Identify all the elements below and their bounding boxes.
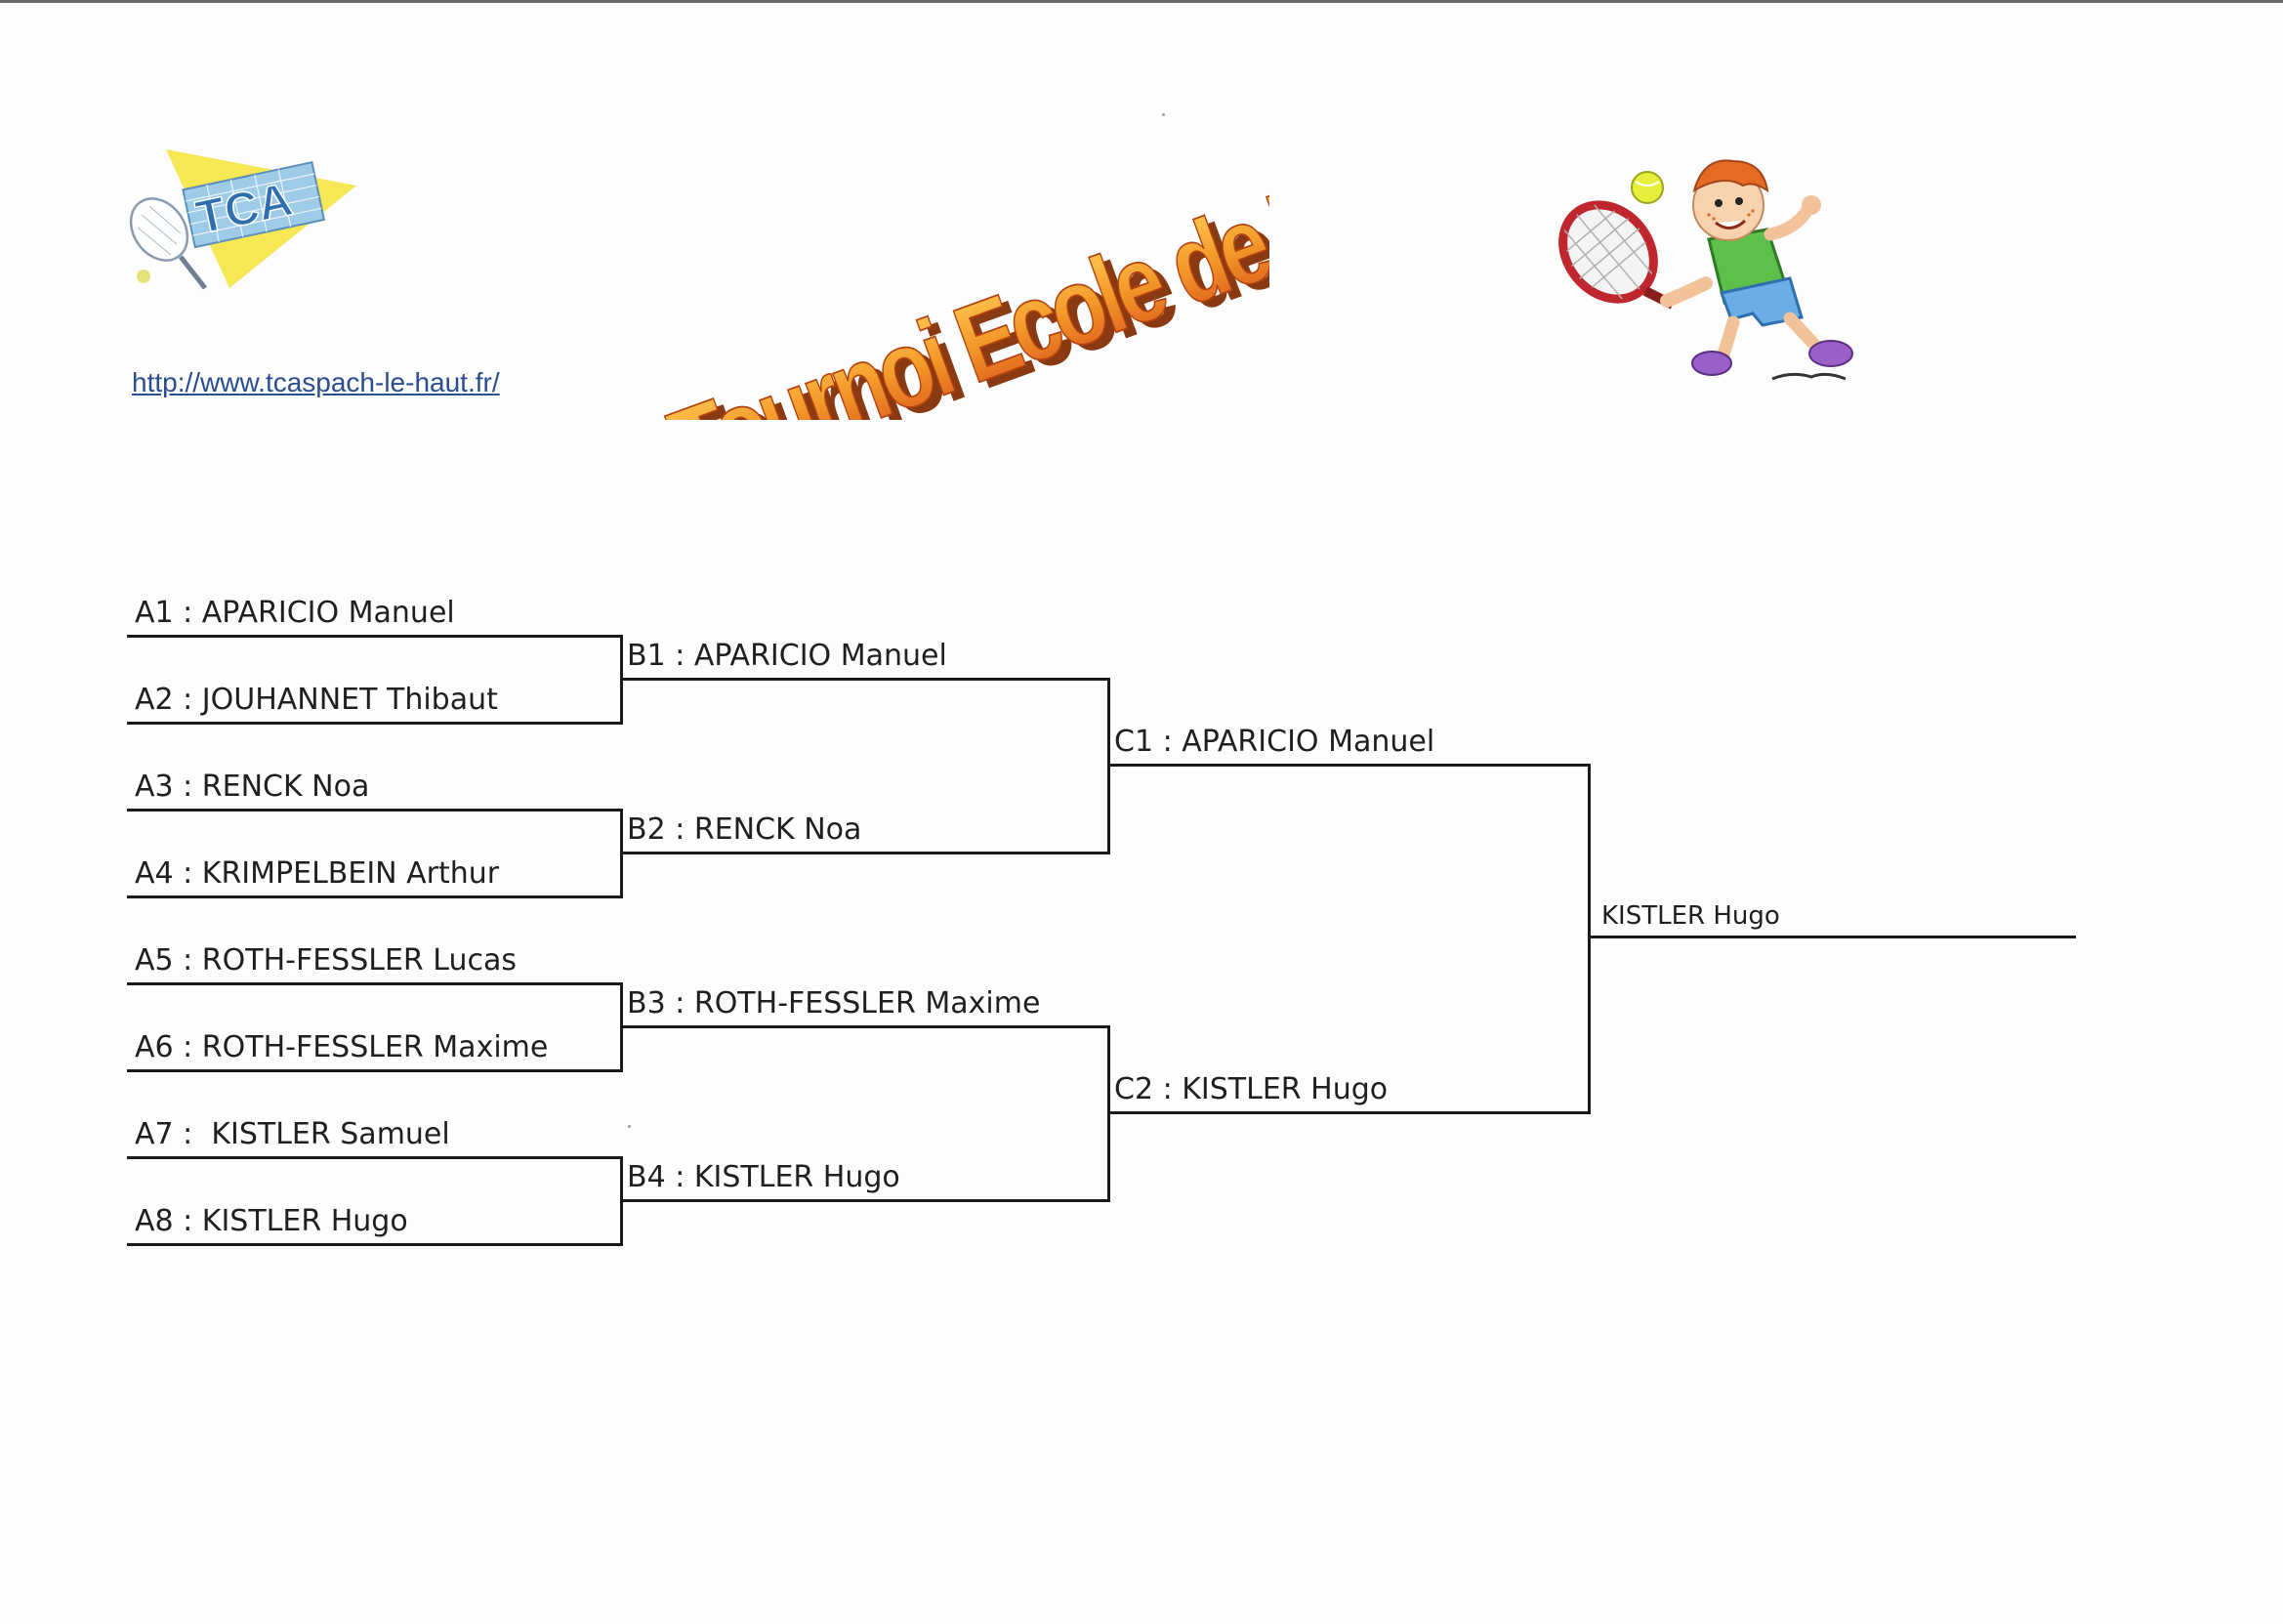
bracket-line-a6 xyxy=(127,1069,623,1072)
bracket-line-final xyxy=(1588,936,2076,938)
bracket-line-a5 xyxy=(127,982,623,985)
scan-speck xyxy=(628,1125,631,1128)
entry-b1: B1 : APARICIO Manuel xyxy=(627,639,947,673)
entry-b3: B3 : ROTH-FESSLER Maxime xyxy=(627,986,1041,1020)
entry-a8: A8 : KISTLER Hugo xyxy=(135,1204,408,1238)
entry-b2: B2 : RENCK Noa xyxy=(627,812,862,847)
entry-a2: A2 : JOUHANNET Thibaut xyxy=(135,683,498,717)
site-url-link[interactable]: http://www.tcaspach-le-haut.fr/ xyxy=(132,367,500,397)
tennis-boy-illustration xyxy=(1558,159,1853,381)
tca-logo: TCA xyxy=(129,149,356,290)
bracket-line-c2 xyxy=(1107,1111,1591,1114)
entry-b4: B4 : KISTLER Hugo xyxy=(627,1160,900,1194)
entry-a5: A5 : ROTH-FESSLER Lucas xyxy=(135,943,518,978)
bracket-line-a3 xyxy=(127,809,623,812)
entry-a4: A4 : KRIMPELBEIN Arthur xyxy=(135,856,500,891)
scan-edge xyxy=(0,0,2283,3)
entry-a3: A3 : RENCK Noa xyxy=(135,770,370,804)
bracket-line-b2 xyxy=(620,852,1110,854)
bracket-line-a1 xyxy=(127,635,623,638)
bracket-line-b4 xyxy=(620,1199,1110,1202)
bracket-line-b1 xyxy=(620,678,1110,681)
tournament-title-art: Tournoi Ecole de Tennis Tournoi Ecole de… xyxy=(655,166,1269,420)
entry-c1: C1 : APARICIO Manuel xyxy=(1114,725,1435,759)
entry-a1: A1 : APARICIO Manuel xyxy=(135,596,455,630)
entry-a7: A7 : KISTLER Samuel xyxy=(135,1117,450,1151)
bracket-line-b3 xyxy=(620,1025,1110,1028)
bracket-line-a7 xyxy=(127,1156,623,1159)
bracket-connector xyxy=(1588,764,1591,1114)
bracket-line-a4 xyxy=(127,895,623,898)
bracket-line-a2 xyxy=(127,722,623,725)
entry-c2: C2 : KISTLER Hugo xyxy=(1114,1072,1389,1106)
entry-a6: A6 : ROTH-FESSLER Maxime xyxy=(135,1030,549,1064)
bracket-line-c1 xyxy=(1107,764,1591,767)
scan-speck xyxy=(1162,113,1165,116)
winner-name: KISTLER Hugo xyxy=(1601,901,1780,931)
bracket-line-a8 xyxy=(127,1243,623,1246)
